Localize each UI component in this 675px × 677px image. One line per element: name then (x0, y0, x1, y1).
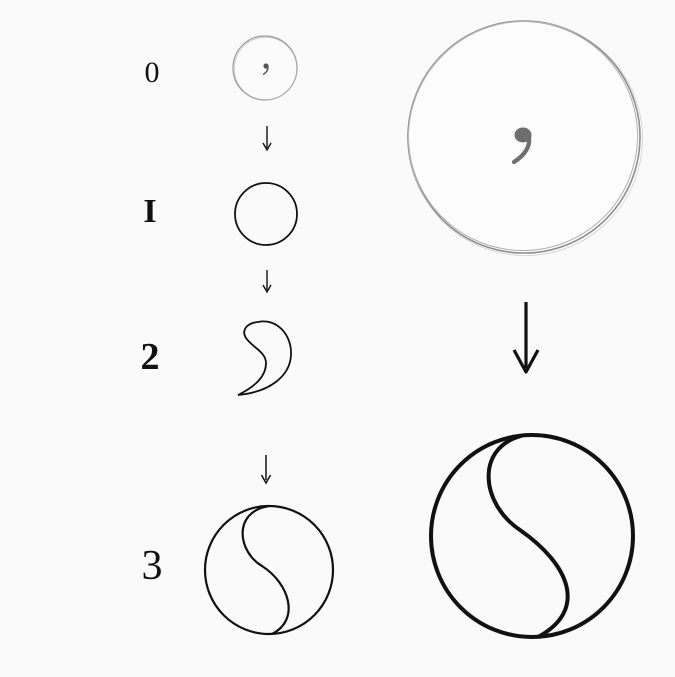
step-1-ink-circle (235, 183, 297, 245)
large-pencil-circle (408, 21, 643, 256)
large-yin-yang-outline (431, 435, 633, 637)
down-arrow-icon (263, 126, 271, 150)
step-0-pencil-circle (233, 36, 297, 100)
down-arrow-icon (263, 270, 271, 292)
down-arrow-icon (262, 455, 271, 483)
step-2-comma-shape (238, 321, 291, 395)
step-3-yin-yang-outline (205, 506, 333, 634)
large-down-arrow-icon (514, 302, 538, 372)
